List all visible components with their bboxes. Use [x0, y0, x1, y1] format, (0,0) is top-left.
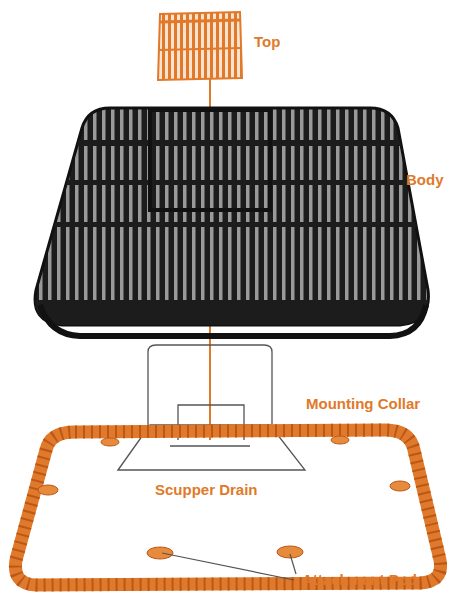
part-label: Attachment Pod	[300, 572, 419, 589]
part-label: Scupper Drain	[153, 482, 260, 499]
scupper-drain-outline	[118, 345, 305, 470]
top-grate	[158, 12, 242, 80]
part-label: Mounting Collar	[304, 396, 422, 413]
body-grate	[0, 108, 458, 336]
leader-line	[162, 553, 294, 580]
leader-line	[290, 554, 296, 574]
part-label: Top	[252, 34, 282, 51]
mounting-collar	[15, 430, 440, 585]
part-label: Body	[404, 172, 446, 189]
